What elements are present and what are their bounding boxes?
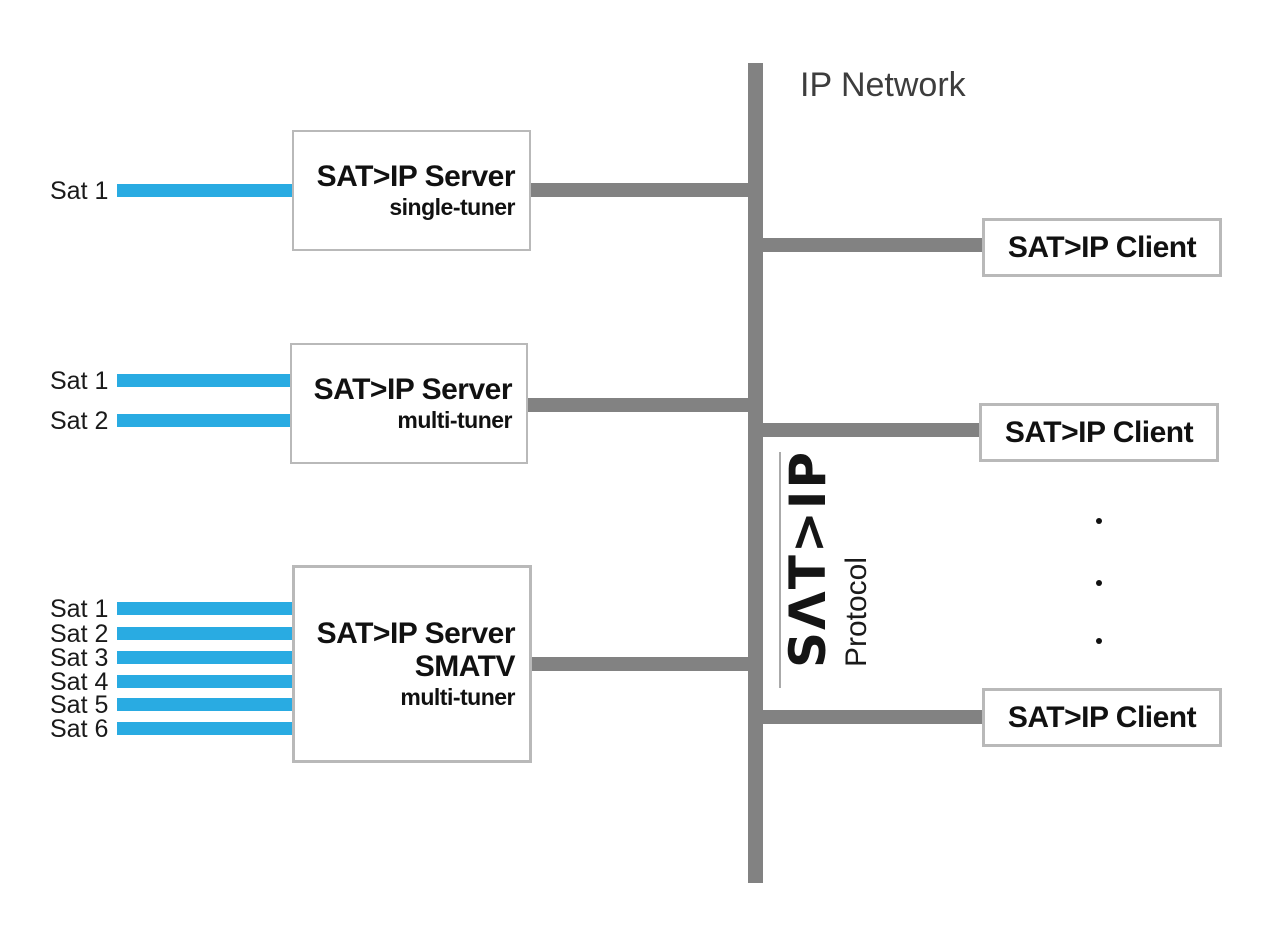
branch-backbone-client2 <box>752 423 982 437</box>
client-box-2: SAT>IP Client <box>979 403 1219 462</box>
ellipsis-dot <box>1096 518 1102 524</box>
feed-bar <box>117 722 295 735</box>
client-box-3: SAT>IP Client <box>982 688 1222 747</box>
feed-bar <box>117 374 293 387</box>
feed-label: Sat 1 <box>50 367 109 395</box>
branch-backbone-client1 <box>752 238 982 252</box>
ellipsis-dot <box>1096 580 1102 586</box>
feed-label: Sat 2 <box>50 407 109 435</box>
client-label: SAT>IP Client <box>1007 230 1197 264</box>
satip-logo-text: SΛT>IP <box>779 450 837 668</box>
ellipsis-dot <box>1096 638 1102 644</box>
server-smatv-label: SMATV <box>414 650 516 683</box>
feed-bar <box>117 651 295 664</box>
client-box-1: SAT>IP Client <box>982 218 1222 277</box>
feed-label: Sat 3 <box>50 644 109 672</box>
server-title: SAT>IP Server <box>313 373 513 406</box>
feed-bar <box>117 184 295 197</box>
connector-server1-backbone <box>530 183 763 197</box>
server-box-single-tuner: SAT>IP Server single-tuner <box>292 130 531 251</box>
feed-bar <box>117 675 295 688</box>
feed-bar <box>117 602 295 615</box>
ip-network-backbone <box>748 63 763 883</box>
connector-server3-backbone <box>530 657 763 671</box>
server-title: SAT>IP Server <box>316 160 516 193</box>
server-subtitle: multi-tuner <box>400 684 515 710</box>
feed-label: Sat 1 <box>50 177 109 205</box>
protocol-label: Protocol <box>840 556 873 668</box>
client-label: SAT>IP Client <box>1004 415 1194 449</box>
satip-logo: SΛT>IP <box>779 450 837 668</box>
server-subtitle: multi-tuner <box>397 407 512 433</box>
feed-bar <box>117 627 295 640</box>
server-subtitle: single-tuner <box>389 194 515 220</box>
feed-label: Sat 5 <box>50 691 109 719</box>
server-box-multi-tuner: SAT>IP Server multi-tuner <box>290 343 528 464</box>
client-label: SAT>IP Client <box>1007 700 1197 734</box>
feed-label: Sat 1 <box>50 595 109 623</box>
feed-label: Sat 6 <box>50 715 109 743</box>
ip-network-label: IP Network <box>800 66 966 104</box>
connector-server2-backbone <box>527 398 763 412</box>
server-box-smatv: SAT>IP Server SMATV multi-tuner <box>292 565 532 763</box>
protocol-rule-line <box>779 452 781 688</box>
feed-label: Sat 2 <box>50 620 109 648</box>
feed-bar <box>117 414 293 427</box>
feed-bar <box>117 698 295 711</box>
branch-backbone-client3 <box>752 710 982 724</box>
feed-label: Sat 4 <box>50 668 109 696</box>
server-title: SAT>IP Server <box>316 617 516 650</box>
